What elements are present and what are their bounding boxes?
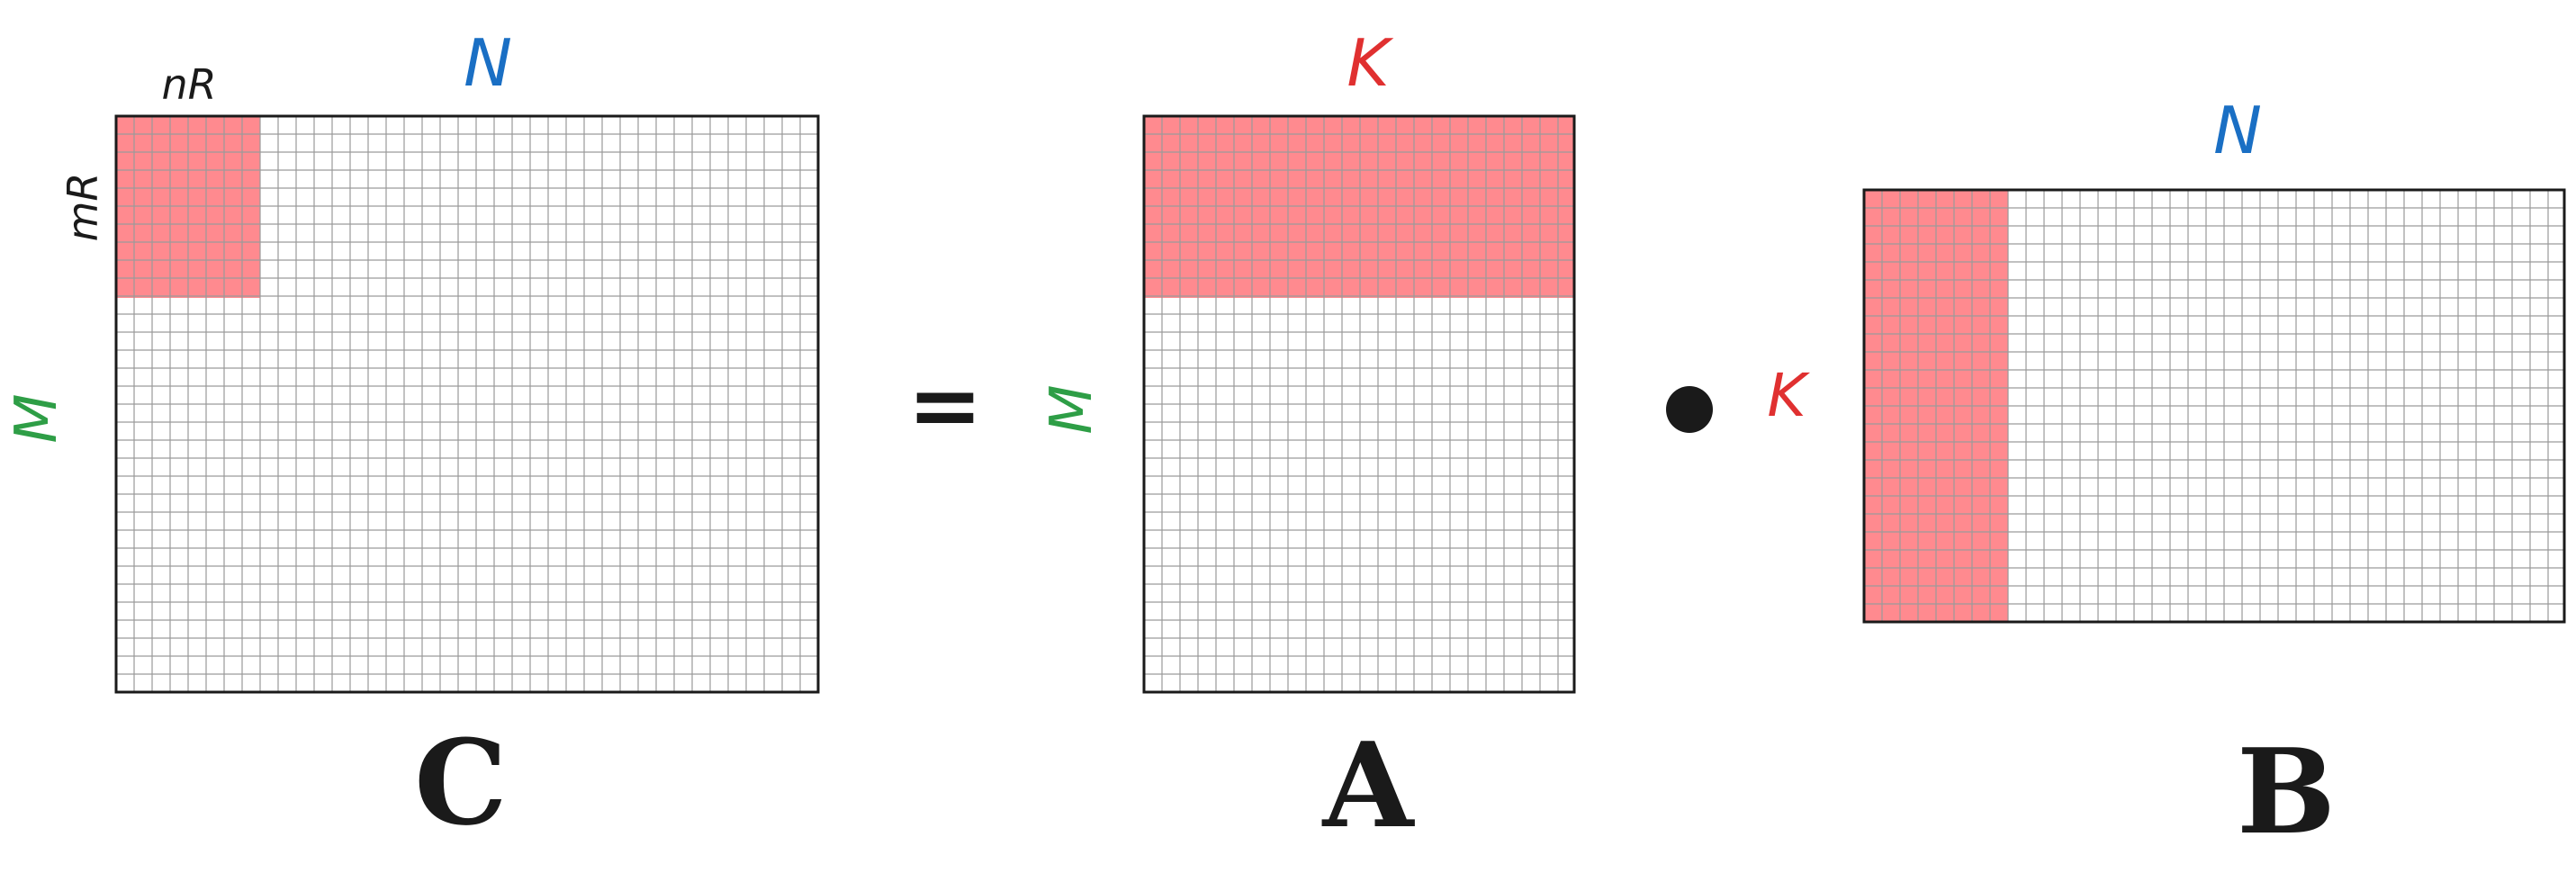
dot-product-operator [1666, 386, 1713, 433]
matrix-c-border [114, 114, 820, 694]
matrix-b-grid [1864, 190, 2564, 622]
matrix-b: N K B [1767, 93, 2566, 860]
matrix-c: nR mR N M C [4, 25, 820, 851]
equals-operator: = [907, 352, 983, 458]
matrix-a-dim-left-label: M [1039, 384, 1105, 434]
matrix-c-name-label: C [414, 714, 507, 851]
matrix-a-row-panel-highlight [1144, 116, 1574, 298]
matrix-a-dim-top-label: K [1347, 25, 1393, 101]
matrix-b-dim-top-label: N [2213, 93, 2262, 168]
matrix-b-name-label: B [2237, 723, 2336, 860]
matrix-b-border [1862, 188, 2566, 624]
matrix-c-tile-left-label: mR [59, 173, 107, 242]
matrix-c-dim-top-label: N [464, 25, 512, 101]
matrix-a-name-label: A [1321, 716, 1416, 854]
matrix-c-dim-left-label: M [4, 393, 70, 443]
matrix-a-grid [1144, 116, 1574, 692]
matrix-a: K M A [1039, 25, 1576, 854]
matrix-a-border [1142, 114, 1576, 694]
matrix-c-grid [116, 116, 818, 692]
matrix-b-dim-left-label: K [1767, 361, 1810, 430]
matrix-c-tile-top-label: nR [161, 60, 216, 109]
equals-sign: = [907, 352, 983, 458]
